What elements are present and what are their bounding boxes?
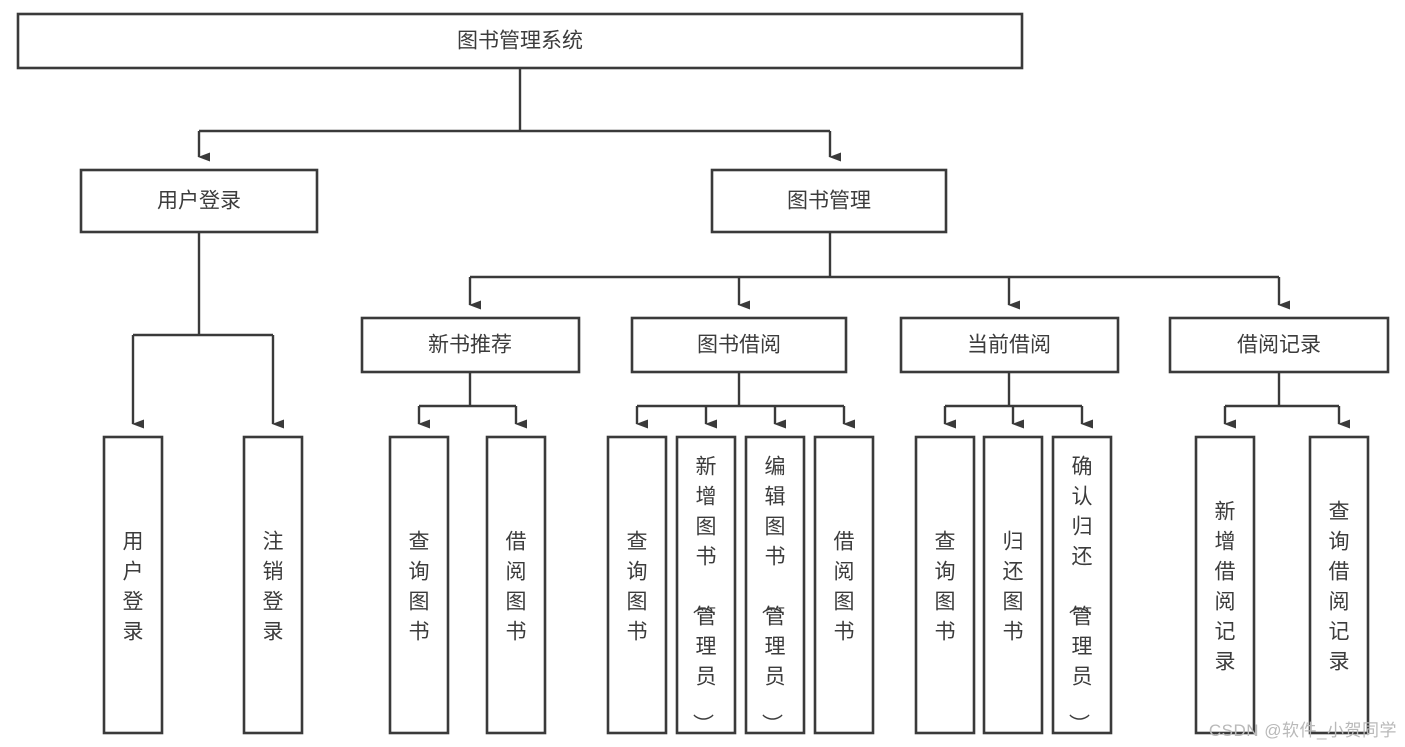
watermark: CSDN @软件_小贺同学 bbox=[1208, 721, 1397, 740]
connector-layer bbox=[131, 68, 1350, 429]
node-borrow-record-label: 借阅记录 bbox=[1237, 334, 1321, 357]
leaf-node-label: 查询图书 bbox=[409, 530, 430, 643]
node-book-manage-label: 图书管理 bbox=[787, 190, 871, 213]
leaf-node-layer: 用户登录 注销登录 查询图书 借阅图书 查询图书 新增图书（管理员） 编辑图书（管理员） 借阅… bbox=[102, 435, 1370, 735]
node-root[interactable]: 图书管理系统 bbox=[16, 12, 1024, 70]
leaf-node[interactable]: 查询图书 bbox=[388, 435, 450, 735]
node-user-login-box[interactable] bbox=[79, 168, 319, 234]
leaf-node-box[interactable] bbox=[675, 435, 737, 735]
leaf-node-box[interactable] bbox=[982, 435, 1044, 735]
leaf-node[interactable]: 查询图书 bbox=[914, 435, 976, 735]
node-current-borrow-box[interactable] bbox=[899, 316, 1120, 374]
leaf-node-box[interactable] bbox=[485, 435, 547, 735]
node-book-manage[interactable]: 图书管理 bbox=[710, 168, 948, 234]
node-current-borrow-label: 当前借阅 bbox=[967, 334, 1051, 357]
node-book-borrow-box[interactable] bbox=[630, 316, 848, 374]
leaf-node-box[interactable] bbox=[388, 435, 450, 735]
node-book-manage-box[interactable] bbox=[710, 168, 948, 234]
leaf-node-label: 借阅图书 bbox=[834, 530, 855, 643]
leaf-node[interactable]: 查询图书 bbox=[606, 435, 668, 735]
leaf-node-label: 注销登录 bbox=[263, 530, 284, 643]
leaf-node-label: 确认归还（管理员） bbox=[1067, 455, 1093, 734]
leaf-node[interactable]: 新增图书（管理员） bbox=[675, 435, 737, 735]
leaf-node-label: 查询图书 bbox=[627, 530, 648, 643]
node-new-book-rec[interactable]: 新书推荐 bbox=[360, 316, 581, 374]
node-borrow-record[interactable]: 借阅记录 bbox=[1168, 316, 1390, 374]
leaf-node[interactable]: 新增借阅记录 bbox=[1194, 435, 1256, 735]
leaf-node-label: 查询图书 bbox=[935, 530, 956, 643]
leaf-node[interactable]: 确认归还（管理员） bbox=[1051, 435, 1113, 735]
node-book-borrow-label: 图书借阅 bbox=[697, 334, 781, 357]
leaf-node-label: 归还图书 bbox=[1003, 530, 1024, 643]
leaf-node-box[interactable] bbox=[242, 435, 304, 735]
node-borrow-record-box[interactable] bbox=[1168, 316, 1390, 374]
leaf-node-box[interactable] bbox=[606, 435, 668, 735]
leaf-node-box[interactable] bbox=[1308, 435, 1370, 735]
leaf-node[interactable]: 借阅图书 bbox=[813, 435, 875, 735]
leaf-node-box[interactable] bbox=[813, 435, 875, 735]
node-new-book-rec-label: 新书推荐 bbox=[428, 334, 512, 357]
leaf-node-box[interactable] bbox=[102, 435, 164, 735]
node-user-login[interactable]: 用户登录 bbox=[79, 168, 319, 234]
leaf-node-label: 借阅图书 bbox=[506, 530, 527, 643]
node-root-box[interactable] bbox=[16, 12, 1024, 70]
node-user-login-label: 用户登录 bbox=[157, 190, 241, 213]
leaf-node-box[interactable] bbox=[744, 435, 806, 735]
leaf-node-box[interactable] bbox=[1194, 435, 1256, 735]
node-book-borrow[interactable]: 图书借阅 bbox=[630, 316, 848, 374]
leaf-node[interactable]: 编辑图书（管理员） bbox=[744, 435, 806, 735]
leaf-node-box[interactable] bbox=[1051, 435, 1113, 735]
leaf-node[interactable]: 注销登录 bbox=[242, 435, 304, 735]
leaf-node[interactable]: 借阅图书 bbox=[485, 435, 547, 735]
leaf-node-label: 查询借阅记录 bbox=[1329, 500, 1350, 673]
leaf-node[interactable]: 查询借阅记录 bbox=[1308, 435, 1370, 735]
leaf-node-label: 用户登录 bbox=[123, 530, 144, 643]
leaf-node-label: 新增借阅记录 bbox=[1215, 500, 1236, 673]
leaf-node-label: 新增图书（管理员） bbox=[691, 455, 717, 734]
node-new-book-rec-box[interactable] bbox=[360, 316, 581, 374]
leaf-node[interactable]: 归还图书 bbox=[982, 435, 1044, 735]
leaf-node-label: 编辑图书（管理员） bbox=[760, 455, 786, 734]
leaf-node-box[interactable] bbox=[914, 435, 976, 735]
leaf-node[interactable]: 用户登录 bbox=[102, 435, 164, 735]
node-root-label: 图书管理系统 bbox=[457, 30, 583, 53]
node-current-borrow[interactable]: 当前借阅 bbox=[899, 316, 1120, 374]
